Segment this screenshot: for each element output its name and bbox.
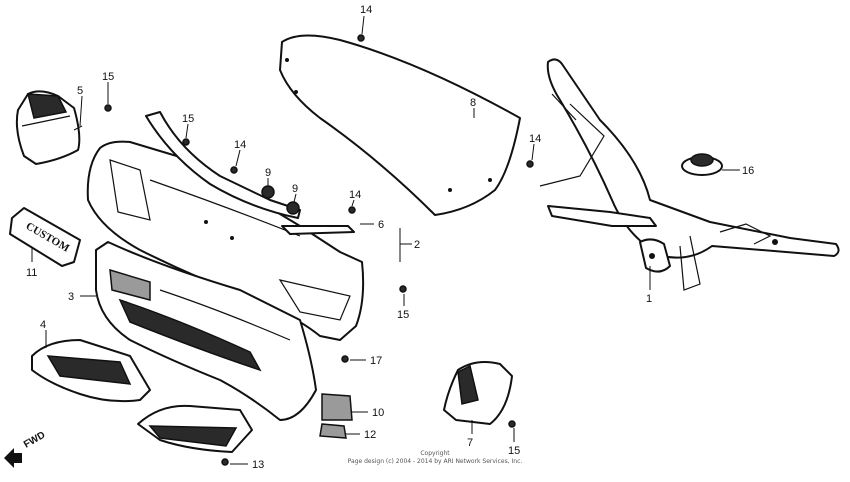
callout-4: 4 bbox=[40, 319, 46, 331]
fwd-arrow-icon bbox=[4, 448, 22, 468]
side-cover-part-7 bbox=[443, 361, 513, 425]
callout-3: 3 bbox=[68, 291, 74, 303]
pad-part-10 bbox=[321, 393, 353, 421]
grommet-part-16 bbox=[681, 153, 723, 176]
callout-15: 15 bbox=[182, 113, 194, 125]
trim-part-6 bbox=[145, 111, 355, 235]
callout-17: 17 bbox=[370, 355, 382, 367]
callout-10: 10 bbox=[372, 407, 384, 419]
callout-15: 15 bbox=[508, 445, 520, 457]
callout-9: 9 bbox=[265, 167, 271, 179]
side-piece-part-5 bbox=[15, 90, 81, 165]
callout-numbers: 14 15 5 15 14 9 9 8 14 14 16 6 2 11 3 15… bbox=[26, 4, 754, 471]
pad-part-12 bbox=[319, 423, 347, 439]
callout-2: 2 bbox=[414, 239, 420, 251]
callout-15: 15 bbox=[397, 309, 409, 321]
callout-5: 5 bbox=[77, 85, 83, 97]
callout-14: 14 bbox=[234, 139, 246, 151]
callout-6: 6 bbox=[378, 219, 384, 231]
callout-9: 9 bbox=[292, 183, 298, 195]
fwd-label: FWD bbox=[22, 430, 47, 451]
callout-16: 16 bbox=[742, 165, 754, 177]
lower-guard-part-4 bbox=[31, 339, 253, 453]
callout-14: 14 bbox=[349, 189, 361, 201]
handlebar-frame-part-1 bbox=[539, 58, 840, 291]
callout-13: 13 bbox=[252, 459, 264, 471]
callout-14: 14 bbox=[360, 4, 372, 16]
forward-direction-indicator: FWD bbox=[4, 430, 47, 468]
leader-lines bbox=[31, 15, 740, 465]
callout-12: 12 bbox=[364, 429, 376, 441]
callout-11: 11 bbox=[26, 267, 37, 279]
fasteners bbox=[104, 34, 534, 466]
copyright-line-2: Page design (c) 2004 - 2014 by ARI Netwo… bbox=[347, 458, 523, 465]
custom-badge-part-11: CUSTOM bbox=[9, 207, 81, 267]
callout-7: 7 bbox=[467, 437, 473, 449]
callout-15: 15 bbox=[102, 71, 114, 83]
callout-8: 8 bbox=[470, 97, 476, 109]
callout-14: 14 bbox=[529, 133, 541, 145]
copyright-line-1: Copyright bbox=[420, 450, 450, 457]
windscreen-part-8 bbox=[279, 34, 521, 216]
callout-1: 1 bbox=[646, 293, 652, 305]
inner-panel-part-3 bbox=[95, 241, 317, 421]
